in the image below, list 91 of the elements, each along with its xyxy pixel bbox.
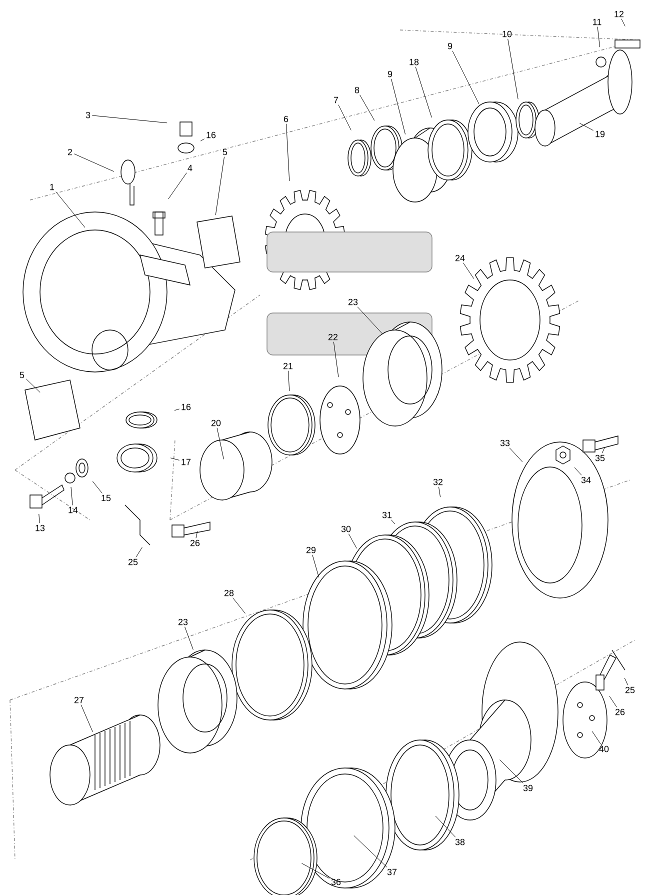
- leader-line: [609, 696, 617, 708]
- callout-number: 39: [523, 784, 533, 792]
- leader-line: [333, 342, 339, 378]
- callout-number: 25: [128, 558, 138, 566]
- leader-line: [360, 94, 375, 121]
- callout-number: 16: [206, 132, 216, 138]
- leader-line: [288, 370, 290, 392]
- leader-line: [462, 262, 474, 280]
- leader-line: [602, 446, 606, 454]
- callout-number: 25: [625, 686, 635, 694]
- callout-number: 24: [455, 254, 465, 262]
- callout-number: 21: [283, 362, 293, 370]
- leader-line: [435, 816, 456, 838]
- callout-number: 19: [596, 130, 605, 138]
- leader-line: [136, 547, 142, 558]
- callout-number: 15: [102, 494, 111, 502]
- leader-line: [597, 26, 600, 48]
- callout-number: 40: [599, 746, 609, 752]
- callout-number: 23: [178, 618, 188, 626]
- leader-line: [56, 192, 86, 228]
- callout-number: 1: [50, 184, 54, 190]
- leader-line: [26, 378, 40, 393]
- callout-number: 3: [86, 112, 90, 118]
- callout-number: 26: [615, 708, 625, 716]
- leader-line: [452, 50, 480, 104]
- callout-number: 7: [334, 96, 338, 104]
- callout-number: 9: [388, 70, 392, 78]
- leader-line: [92, 115, 168, 124]
- leader-line: [415, 66, 432, 118]
- leader-line: [508, 38, 518, 100]
- leader-line: [574, 467, 582, 476]
- leader-line: [196, 530, 198, 538]
- callout-number: 9: [448, 42, 452, 50]
- leader-line: [354, 835, 388, 868]
- leader-line: [390, 78, 406, 135]
- callout-number: 29: [306, 546, 316, 554]
- callout-number: 32: [433, 478, 443, 486]
- leader-line: [215, 156, 225, 216]
- leader-line: [592, 730, 601, 744]
- leader-line: [438, 486, 441, 498]
- leader-line: [509, 448, 523, 462]
- leader-line: [174, 408, 180, 411]
- leader-line: [170, 458, 180, 460]
- leader-line: [348, 534, 357, 549]
- leader-line: [357, 306, 383, 334]
- leader-line: [624, 678, 628, 686]
- callout-number: 8: [354, 86, 360, 94]
- leader-line: [216, 428, 224, 460]
- callout-number: 17: [182, 458, 191, 466]
- callout-number: 20: [211, 420, 221, 426]
- callout-number: 30: [341, 526, 351, 532]
- callout-number: 5: [222, 148, 228, 156]
- callout-number: 5: [20, 372, 24, 378]
- leader-line: [168, 172, 187, 200]
- callout-number: 13: [36, 524, 45, 532]
- leader-line: [200, 138, 205, 142]
- leader-line: [391, 520, 396, 524]
- callout-number: 14: [68, 506, 78, 514]
- leader-line: [74, 154, 114, 172]
- leader-line: [579, 122, 594, 131]
- callout-number: 28: [224, 590, 234, 596]
- callout-number: 27: [74, 696, 84, 704]
- callout-number: 16: [182, 404, 191, 410]
- callout-number: 4: [188, 164, 192, 172]
- leader-line: [621, 18, 626, 26]
- callout-number: 36: [331, 878, 341, 886]
- callout-number: 23: [348, 298, 358, 306]
- callout-number: 37: [387, 868, 397, 876]
- leader-line: [232, 598, 246, 614]
- leader-line: [80, 704, 93, 732]
- callout-number: 18: [410, 58, 419, 66]
- callout-number: 2: [68, 148, 72, 156]
- leader-line: [70, 486, 73, 506]
- leader-line: [184, 626, 194, 650]
- callout-number: 11: [593, 18, 602, 26]
- callout-number: 26: [190, 540, 200, 546]
- callout-number: 10: [502, 30, 512, 38]
- callout-number: 38: [455, 838, 465, 846]
- callout-number: 35: [595, 454, 605, 462]
- callout-number: 6: [284, 116, 288, 122]
- leader-line: [312, 554, 320, 578]
- callout-number: 33: [500, 440, 510, 446]
- callout-number: 12: [614, 10, 624, 18]
- callout-number: 34: [581, 476, 591, 484]
- leader-line: [338, 104, 352, 130]
- leader-line: [38, 514, 40, 524]
- leader-line: [500, 760, 524, 784]
- callout-number: 31: [382, 512, 392, 518]
- leader-line: [92, 481, 102, 494]
- callout-number: 22: [328, 334, 338, 340]
- leader-line: [286, 124, 290, 182]
